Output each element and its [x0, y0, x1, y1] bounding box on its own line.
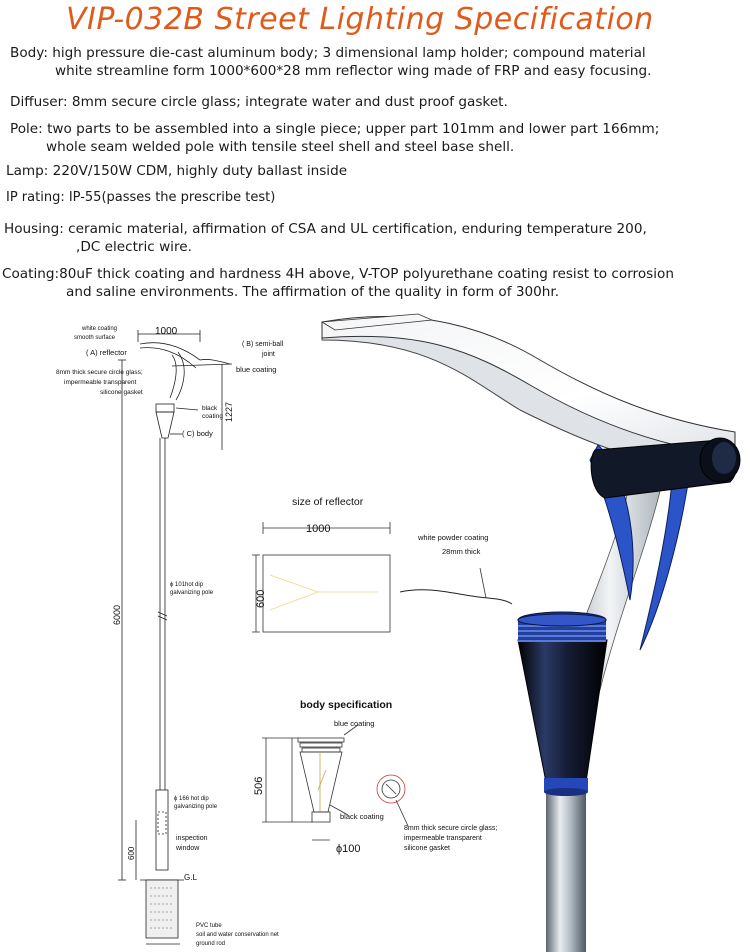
body-drawing-labels: body specification blue coating 506 blac…	[253, 699, 497, 855]
label-blue-coating-pole: blue coating	[236, 365, 276, 374]
spec-pole-line1: Pole: two parts to be assembled into a s…	[10, 121, 660, 137]
pole-dim-600: 600	[127, 846, 136, 860]
spec-lamp: Lamp: 220V/150W CDM, highly duty ballast…	[6, 162, 347, 180]
reflector-wire	[399, 589, 513, 605]
reflector-dim-width: 1000	[306, 523, 330, 535]
label-black: black	[202, 405, 218, 412]
label-soil-net: soil and water conservation net	[196, 932, 279, 938]
reflector-label-thick: 28mm thick	[442, 547, 481, 556]
label-pole-101-2: galvanizing pole	[170, 590, 214, 596]
pole-render	[546, 780, 586, 952]
reflector-heading: size of reflector	[292, 496, 364, 508]
body-cone	[517, 639, 608, 783]
body-label-glass-1: 8mm thick secure circle glass;	[404, 825, 497, 832]
pole-dim-6000: 6000	[112, 605, 122, 625]
spec-housing-line2: ,DC electric wire.	[76, 239, 192, 255]
reflector-centerlines	[269, 574, 378, 611]
body-bottom-band	[544, 778, 588, 792]
body-bottom-band-edge	[544, 788, 588, 796]
body-dim-dia: ϕ100	[336, 843, 361, 855]
spec-ip: IP rating: IP-55(passes the prescribe te…	[6, 189, 275, 207]
spec-housing: Housing: ceramic material, affirmation o…	[4, 220, 647, 256]
lamp-render-illustration	[320, 313, 741, 952]
pole-drawing	[118, 330, 233, 945]
reflector-wing	[321, 316, 736, 456]
spec-pole-line2: whole seam welded pole with tensile stee…	[46, 139, 515, 155]
spec-lamp-line1: Lamp: 220V/150W CDM, highly duty ballast…	[6, 163, 348, 179]
label-glass-3: silicone gasket	[100, 389, 143, 396]
body-heading: body specification	[300, 699, 392, 711]
label-gl: G.L	[184, 873, 197, 882]
reflector-drawing	[252, 522, 513, 633]
label-pole-101-1: ϕ 101hot dip	[170, 582, 204, 588]
spec-coating-line2: and saline environments. The affirmation…	[66, 284, 560, 300]
spec-housing-line1: Housing: ceramic material, affirmation o…	[4, 221, 647, 237]
glass-circle-inner	[381, 779, 401, 799]
label-coating: coating	[202, 413, 223, 420]
page-title: VIP-032B Street Lighting Specification	[66, 2, 654, 37]
blue-blade-right	[639, 469, 691, 651]
label-inspection-1: inspection	[176, 835, 208, 842]
lamp-holder-end-rim	[712, 442, 736, 474]
label-glass-2: impermeable transparent	[64, 379, 136, 386]
reflector-dim-height: 600	[255, 590, 267, 608]
reflector-label-powder: white powder coating	[417, 533, 488, 542]
spec-body-line1: Body: high pressure die-cast aluminum bo…	[10, 45, 646, 61]
body-ring	[155, 403, 175, 413]
label-pole-166-1: ϕ 166 hot dip	[174, 796, 209, 802]
spec-body: Body: high pressure die-cast aluminum bo…	[10, 44, 651, 80]
spec-diffuser-line1: Diffuser: 8mm secure circle glass; integ…	[10, 94, 508, 110]
label-inspection-2: window	[175, 845, 200, 852]
arm-outline	[139, 342, 201, 369]
body-cone-outline	[155, 411, 175, 439]
body-drawing	[262, 724, 409, 841]
label-pvc-tube: PVC tube	[196, 923, 222, 929]
label-joint: joint	[261, 351, 275, 358]
spec-diffuser: Diffuser: 8mm secure circle glass; integ…	[10, 93, 508, 111]
lower-pole	[155, 789, 169, 871]
label-semiball: ( B) semi-ball	[242, 341, 284, 348]
label-ground-rod: ground rod	[196, 941, 225, 947]
body-label-black: black coating	[340, 812, 384, 821]
body-dim-height: 506	[253, 777, 265, 795]
body-top-face	[517, 613, 607, 627]
spec-pole: Pole: two parts to be assembled into a s…	[10, 120, 659, 156]
head-wing	[199, 359, 231, 365]
label-white-coating: white coating	[81, 326, 117, 332]
spec-coating-line1: Coating:80uF thick coating and hardness …	[2, 266, 674, 282]
label-smooth-surface: smooth surface	[74, 335, 116, 341]
label-glass-1: 8mm thick secure circle glass;	[56, 369, 143, 376]
arm-curve	[169, 351, 185, 401]
pole-dim-1227: 1227	[224, 402, 234, 422]
inspection-window	[157, 811, 167, 835]
spec-body-line2: white streamline form 1000*600*28 mm ref…	[55, 63, 652, 79]
pole-drawing-labels: 1000 white coating smooth surface ( A) r…	[56, 326, 284, 947]
pole-dim-1000: 1000	[155, 326, 178, 337]
body-label-blue: blue coating	[334, 719, 374, 728]
spec-ip-line1: IP rating: IP-55(passes the prescribe te…	[6, 190, 276, 205]
glass-circle-outer	[376, 774, 406, 804]
label-body: ( C) body	[182, 429, 213, 438]
reflector-wing-edge	[320, 313, 434, 331]
reflector-drawing-labels: size of reflector 1000 600 white powder …	[255, 496, 488, 608]
reflector-rectangle	[262, 554, 391, 633]
label-pole-166-2: galvanizing pole	[174, 804, 218, 810]
label-reflector: ( A) reflector	[86, 348, 127, 357]
body-label-glass-3: silicone gasket	[404, 845, 450, 852]
foundation	[145, 879, 179, 939]
spec-coating: Coating:80uF thick coating and hardness …	[2, 265, 674, 301]
body-label-glass-2: impermeable transparent	[404, 835, 482, 842]
